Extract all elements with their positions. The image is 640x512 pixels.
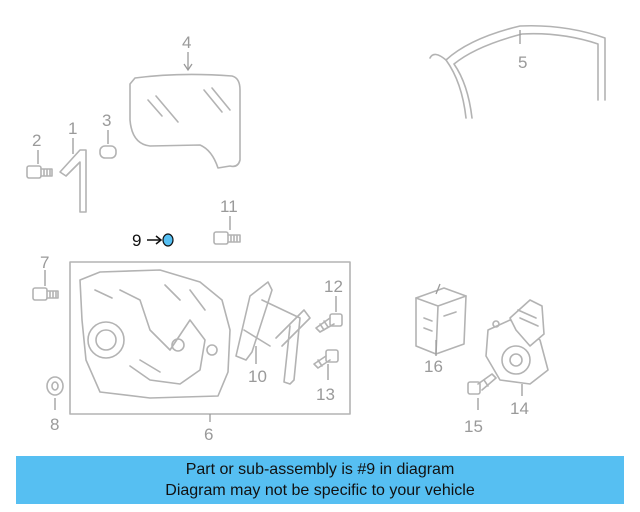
banner-line-2: Diagram may not be specific to your vehi… [165,482,475,499]
banner-line-1: Part or sub-assembly is #9 in diagram [185,461,455,478]
part-10-window-regulator[interactable] [235,281,311,385]
part-2-bolt[interactable] [26,150,53,179]
callout-2: 2 [32,131,41,150]
callout-11: 11 [220,197,238,216]
info-banner: Part or sub-assembly is #9 in diagram Di… [16,456,624,504]
part-4-door-glass[interactable] [129,52,241,169]
callout-9: 9 [132,231,141,250]
part-9-plug-highlighted[interactable] [147,233,174,247]
callout-13: 13 [316,385,335,404]
part-15-bolt[interactable] [467,373,497,410]
part-13-bolt[interactable] [313,349,339,380]
callout-1: 1 [68,119,77,138]
parts-diagram: 4 5 1 2 3 11 9 7 [26,24,606,444]
part-16-control-module[interactable] [415,283,467,356]
part-7-bolt[interactable] [32,270,59,301]
callout-10: 10 [248,367,267,386]
callout-14: 14 [510,399,529,418]
part-8-grommet[interactable] [46,376,64,410]
callout-3: 3 [102,111,111,130]
part-11-bolt[interactable] [213,216,241,245]
part-1-bracket[interactable] [59,138,87,213]
part-3-clip[interactable] [99,130,117,159]
callout-12: 12 [324,277,343,296]
callout-15: 15 [464,417,483,436]
callout-16: 16 [424,357,443,376]
callout-4: 4 [182,33,191,52]
part-12-bolt[interactable] [315,296,343,333]
callout-5: 5 [518,53,527,72]
callout-8: 8 [50,415,59,434]
part-5-glass-run-channel[interactable] [429,24,606,119]
callout-7: 7 [40,253,49,272]
part-6-door-module-panel[interactable] [69,261,351,422]
part-14-window-motor[interactable] [485,299,549,396]
callout-6: 6 [204,425,213,444]
